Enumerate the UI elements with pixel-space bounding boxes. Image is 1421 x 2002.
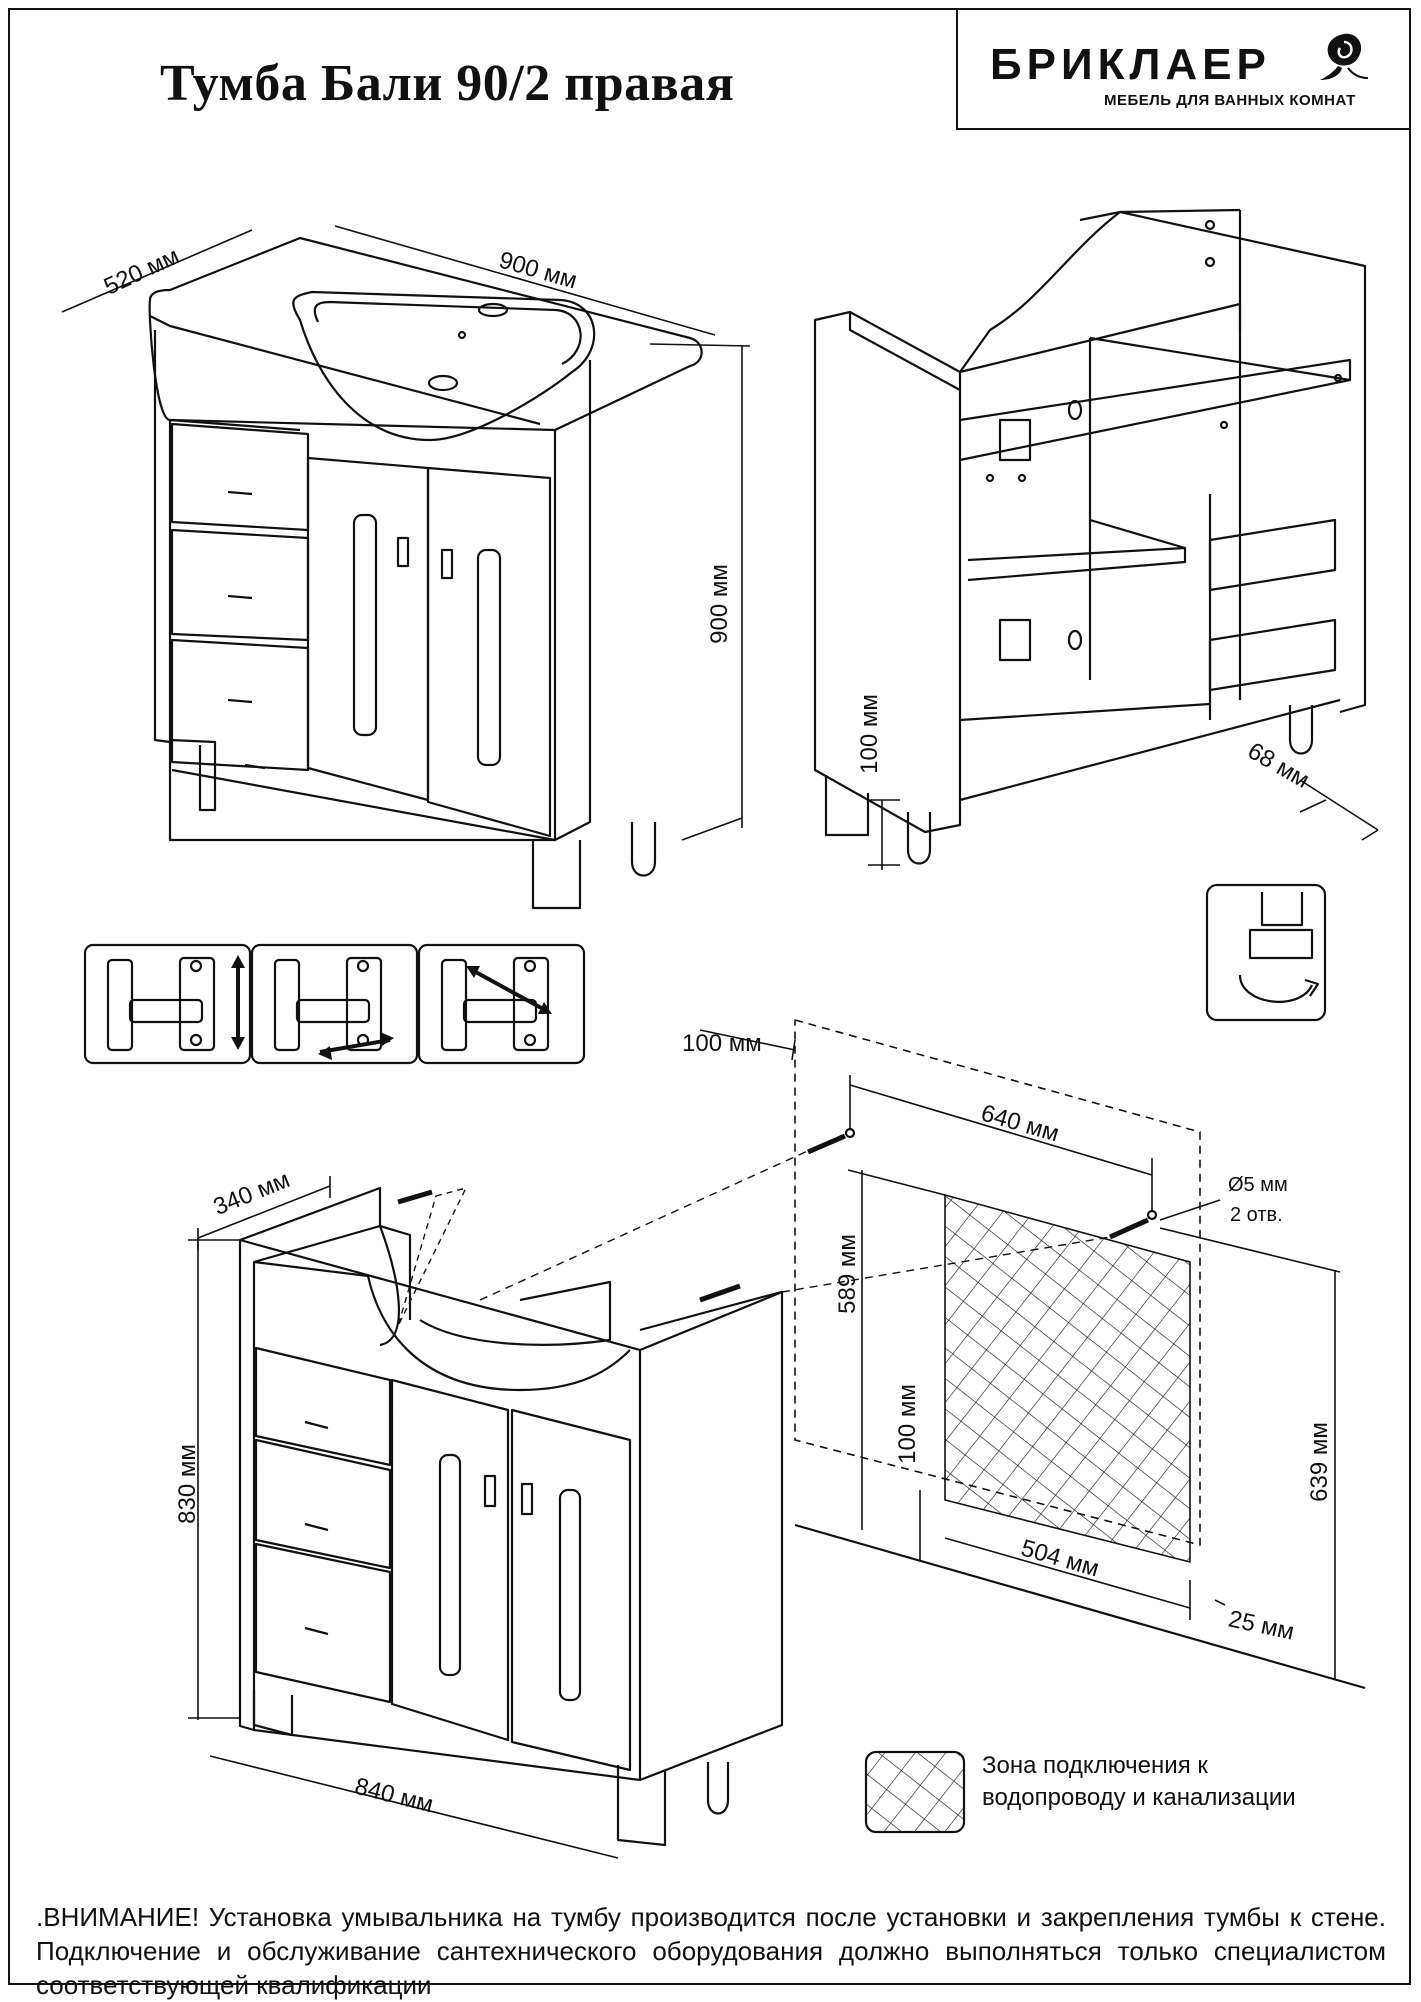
brand-block: БРИКЛАЕР МЕБЕЛЬ ДЛЯ ВАННЫХ КОМНАТ [956,8,1411,130]
dim-hole-diameter: Ø5 мм [1228,1174,1288,1196]
leg-adjust-detail [1205,883,1327,1022]
cabinet-with-sink-drawing [148,236,703,910]
dim-zone-height: 589 мм [833,1234,861,1314]
dim-leg-height: 100 мм [855,694,883,774]
drawing-frame [8,8,1411,1985]
dim-height: 900 мм [705,564,733,644]
top-dimension-lines [61,225,751,841]
cabinet-frame-drawing [813,208,1367,865]
dim-zone-bottom: 100 мм [893,1384,921,1464]
hinge-adjust-panels [83,943,586,1065]
cabinet-body-drawing [238,1133,1111,1847]
brand-name: БРИКЛАЕР [990,40,1271,89]
page-title: Тумба Бали 90/2 правая [160,55,735,112]
dim-body-height: 830 мм [173,1444,201,1524]
rose-logo-icon [1320,33,1369,80]
legend-label: Зона подключения к водопроводу и канализ… [982,1750,1296,1814]
frame-dimension-lines [868,779,1379,870]
legend-line-1: Зона подключения к [982,1752,1208,1779]
dim-mount-height: 639 мм [1305,1422,1333,1502]
dim-hole-count: 2 отв. [1230,1204,1283,1226]
wall-dimension-lines [699,1029,1341,1680]
dim-wall-offset: 100 мм [682,1030,762,1057]
body-dimension-lines [188,1176,619,1859]
warning-notice: .ВНИМАНИЕ! Установка умывальника на тумб… [36,1902,1386,2000]
legend-line-2: водопроводу и канализации [982,1784,1296,1811]
connection-zone-hatch [945,1195,1190,1562]
brand-tagline: МЕБЕЛЬ ДЛЯ ВАННЫХ КОМНАТ [1104,92,1356,109]
